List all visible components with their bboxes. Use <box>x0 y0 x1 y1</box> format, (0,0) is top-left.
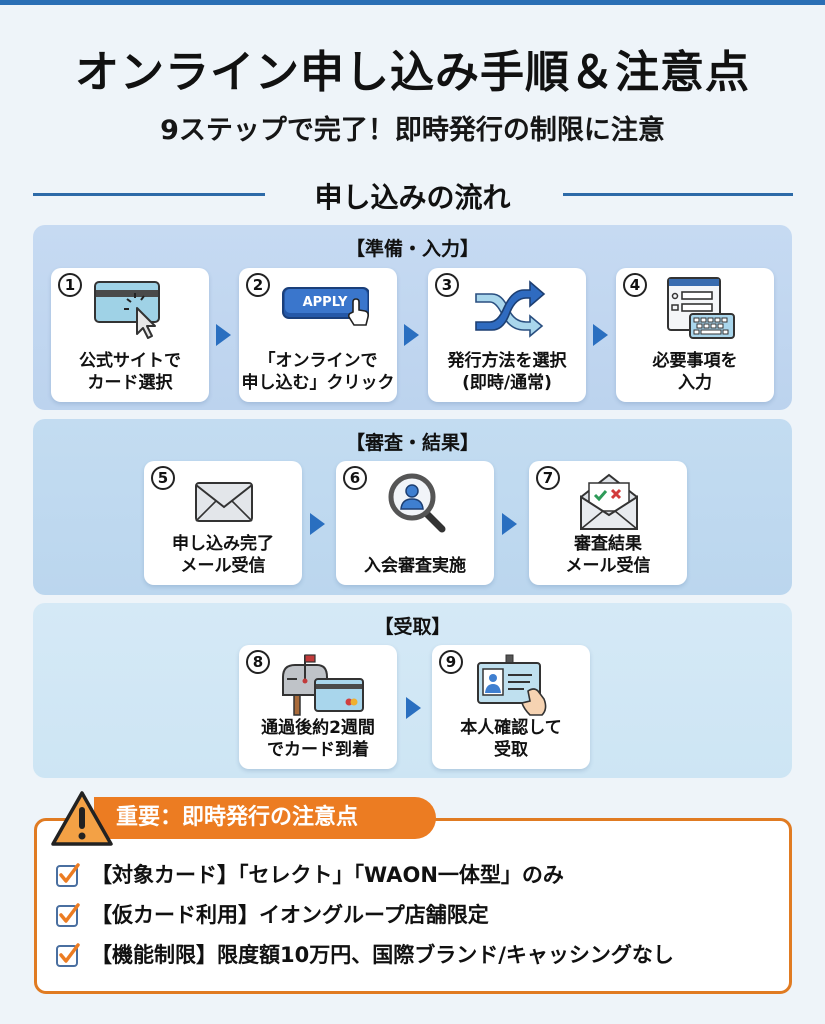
step-text: 申し込み完了 メール受信 <box>172 534 274 576</box>
step-card-9: 9 本人確認して 受取 <box>432 645 590 769</box>
step-number: 2 <box>246 273 270 297</box>
flow-arrow <box>404 324 419 346</box>
step-text: 「オンラインで 申し込む」クリック <box>241 351 395 393</box>
checkbox-checked-icon <box>56 863 80 887</box>
step-text: 本人確認して 受取 <box>460 718 562 760</box>
group-screening: 【審査・結果】 5 申し込み完了 メール受信 6 入会審査実施 7 <box>33 419 792 595</box>
warning-item-text: 【仮カード利用】イオングループ店舗限定 <box>91 903 489 927</box>
flow-arrow <box>406 697 421 719</box>
step-text: 発行方法を選択 (即時/通常) <box>447 351 567 393</box>
top-accent-bar <box>0 0 825 5</box>
open-envelope-result-icon <box>580 473 638 530</box>
step-number: 3 <box>435 273 459 297</box>
card-click-icon <box>94 281 160 339</box>
shuffle-arrows-icon <box>475 280 546 338</box>
step-text: 審査結果 メール受信 <box>565 534 651 576</box>
form-keyboard-icon <box>667 277 735 339</box>
step-number: 5 <box>151 466 175 490</box>
step-number: 4 <box>623 273 647 297</box>
step-number: 6 <box>343 466 367 490</box>
apply-button-icon: APPLY <box>282 287 369 326</box>
flow-arrow <box>216 324 231 346</box>
magnifier-person-icon <box>388 473 446 533</box>
page-subtitle: 9ステップで完了！即時発行の制限に注意 <box>160 115 665 146</box>
step-text: 必要事項を 入力 <box>652 351 738 393</box>
flow-arrow <box>502 513 517 535</box>
envelope-icon <box>195 482 253 522</box>
step-card-3: 3 発行方法を選択 (即時/通常) <box>428 268 586 402</box>
warning-panel <box>34 818 792 994</box>
divider-left <box>33 193 265 196</box>
step-number: 9 <box>439 650 463 674</box>
group-title: 【受取】 <box>374 616 451 638</box>
step-number: 7 <box>536 466 560 490</box>
step-text: 通過後約2週間 でカード到着 <box>261 718 375 760</box>
step-card-5: 5 申し込み完了 メール受信 <box>144 461 302 585</box>
step-card-4: 4 必要事項を 入力 <box>616 268 774 402</box>
group-title: 【審査・結果】 <box>345 432 479 454</box>
step-card-1: 1 公式サイトで カード選択 <box>51 268 209 402</box>
step-card-8: 8 通過後約2週間 でカード到着 <box>239 645 397 769</box>
step-number: 1 <box>58 273 82 297</box>
id-card-hand-icon <box>477 654 547 716</box>
group-receipt: 【受取】 8 通過後約2週間 でカード到着 9 <box>33 603 792 778</box>
flow-arrow <box>593 324 608 346</box>
step-text: 入会審査実施 <box>364 556 466 576</box>
warning-triangle-icon <box>51 791 113 846</box>
apply-label: APPLY <box>303 295 348 310</box>
divider-right <box>563 193 793 196</box>
step-number: 8 <box>246 650 270 674</box>
page-title: オンライン申し込み手順＆注意点 <box>75 47 750 98</box>
step-card-7: 7 審査結果 メール受信 <box>529 461 687 585</box>
step-card-6: 6 入会審査実施 <box>336 461 494 585</box>
checkbox-checked-icon <box>56 903 80 927</box>
step-card-2: 2 APPLY 「オンラインで 申し込む」クリック <box>239 268 397 402</box>
warning-title: 重要：即時発行の注意点 <box>94 797 436 839</box>
group-preparation: 【準備・入力】 1 公式サイトで カード選択 2 APPLY 「オンラインで 申… <box>33 225 792 410</box>
warning-item-text: 【機能制限】限度額10万円、国際ブランド/キャッシングなし <box>91 943 674 967</box>
mailbox-card-icon <box>282 654 364 716</box>
flow-arrow <box>310 513 325 535</box>
step-text: 公式サイトで カード選択 <box>79 351 181 393</box>
group-title: 【準備・入力】 <box>345 238 479 260</box>
checkbox-checked-icon <box>56 943 80 967</box>
warning-item-text: 【対象カード】「セレクト」「WAON一体型」のみ <box>91 863 564 887</box>
section-header: 申し込みの流れ <box>0 174 825 214</box>
section-title: 申し込みの流れ <box>314 181 511 214</box>
